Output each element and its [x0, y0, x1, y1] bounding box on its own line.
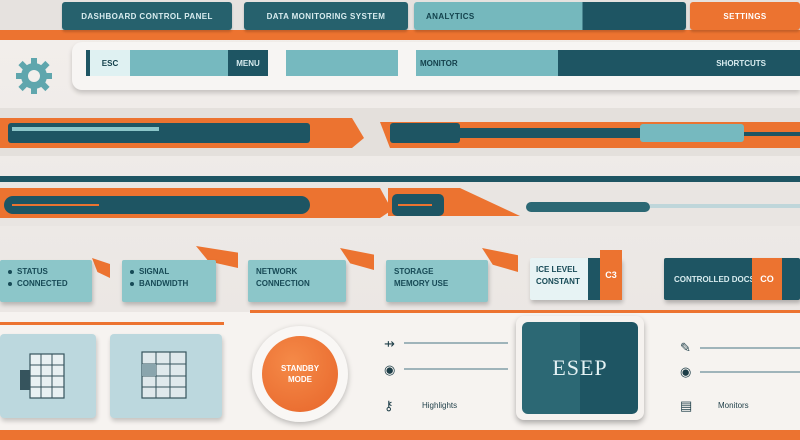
tab-analytics[interactable]: ANALYTICS: [414, 2, 686, 30]
docs-chip[interactable]: CONTROLLED DOCS CO: [664, 258, 800, 300]
list-item[interactable]: ▤ Monitors: [680, 398, 800, 413]
eye-icon: ◉: [680, 364, 692, 379]
eye-icon: ◉: [384, 362, 396, 377]
list-label: Highlights: [422, 401, 458, 410]
chip-line1: ICE LEVEL: [536, 265, 578, 274]
storage-chip[interactable]: STORAGE MEMORY USE: [386, 260, 488, 302]
chip-label: CONTROLLED DOCS: [674, 274, 755, 284]
slider-3-track[interactable]: [4, 196, 310, 214]
flag-icon: [92, 258, 110, 278]
chip-line1: STORAGE: [394, 267, 434, 276]
standby-label-1: STANDBY: [280, 364, 320, 373]
grid-card[interactable]: [110, 334, 222, 418]
tab-dashboard[interactable]: DASHBOARD CONTROL PANEL: [62, 2, 232, 30]
slider-5-track[interactable]: [526, 202, 650, 212]
chip-line1: SIGNAL: [139, 267, 170, 276]
esc-button[interactable]: ESC: [86, 50, 130, 76]
chip-line2: CONSTANT: [536, 277, 580, 286]
toolbar-field[interactable]: [286, 50, 398, 76]
toolbar-field[interactable]: [130, 50, 240, 76]
chip-line1: STATUS: [17, 267, 48, 276]
footer-accent: [0, 430, 800, 440]
gear-icon[interactable]: [14, 52, 54, 100]
list-item[interactable]: ✎: [680, 340, 800, 355]
document-icon: ▤: [680, 398, 693, 413]
table-grid-icon: [141, 351, 187, 399]
standby-button[interactable]: STANDBY MODE: [262, 336, 338, 412]
divider: [250, 310, 800, 313]
pen-icon: ✎: [680, 340, 691, 355]
toolbar: ESC MENU MONITOR SHORTCUTS: [72, 42, 800, 90]
list-label: Monitors: [718, 401, 749, 410]
slider-rail-bottom: [0, 176, 800, 226]
divider: [0, 322, 224, 325]
arrow-icon: ⇸: [384, 336, 395, 351]
list-item[interactable]: ⇸: [384, 336, 508, 351]
chip-divider: [588, 258, 600, 300]
slider-rail-top: [0, 108, 800, 156]
slider-2-bar[interactable]: [460, 128, 640, 138]
calendar-grid-icon: [20, 353, 65, 399]
menu-button[interactable]: MENU: [228, 50, 268, 76]
tab-data-monitoring[interactable]: DATA MONITORING SYSTEM: [244, 2, 408, 30]
tab-bar-accent: [0, 30, 800, 40]
level-chip[interactable]: ICE LEVEL CONSTANT C3: [530, 250, 622, 300]
network-chip[interactable]: NETWORK CONNECTION: [248, 260, 346, 302]
chip-line1: NETWORK: [256, 267, 298, 276]
chip-line2: CONNECTION: [256, 279, 310, 288]
chip-line2: MEMORY USE: [394, 279, 449, 288]
list-item[interactable]: ⚷ Highlights: [384, 398, 508, 413]
display-screen[interactable]: ESEP: [522, 322, 638, 414]
chip-line2: BANDWIDTH: [139, 279, 189, 288]
slider-2-track[interactable]: [390, 123, 460, 143]
tab-settings[interactable]: SETTINGS: [690, 2, 800, 30]
slider-2-thumb[interactable]: [640, 124, 744, 142]
standby-label-2: MODE: [288, 375, 312, 384]
shortcuts-button[interactable]: SHORTCUTS: [558, 50, 800, 76]
signal-chip[interactable]: SIGNAL BANDWIDTH: [122, 260, 216, 302]
key-icon: ⚷: [384, 398, 394, 413]
list-item[interactable]: ◉: [384, 362, 508, 377]
slider-3-fill: [12, 204, 99, 206]
chip-line2: CONNECTED: [17, 279, 68, 288]
status-chip[interactable]: STATUS CONNECTED: [0, 260, 92, 302]
slider-1-track[interactable]: [8, 123, 310, 143]
chip-tag: C3: [600, 250, 622, 300]
monitor-button[interactable]: MONITOR: [416, 50, 558, 76]
chip-tag: CO: [752, 258, 782, 300]
list-item[interactable]: ◉: [680, 364, 800, 379]
calendar-card[interactable]: [0, 334, 96, 418]
slider-1-fill: [12, 127, 159, 131]
slider-4-fill: [398, 204, 432, 206]
